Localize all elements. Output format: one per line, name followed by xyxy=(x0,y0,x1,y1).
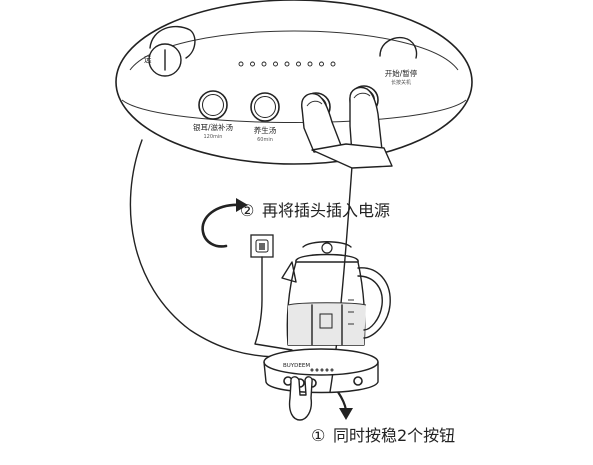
kettle xyxy=(281,241,391,346)
control-panel-zoom: 远 银耳/滋补汤 120min 养生汤 60min 花 18 长 97 开始/暂… xyxy=(115,0,473,165)
pressing-fingers-small xyxy=(288,376,313,421)
down-arrow-icon xyxy=(337,391,353,420)
button-label-tremella: 银耳/滋补汤 xyxy=(193,122,234,132)
indicator-lights xyxy=(238,61,336,67)
start-button-arc[interactable] xyxy=(379,36,418,59)
indicator-light xyxy=(315,368,319,372)
knob-label: 远 xyxy=(144,55,152,64)
step-1-text: 同时按稳2个按钮 xyxy=(333,426,455,445)
wall-socket xyxy=(250,234,274,258)
kettle-base: BUYDEEM xyxy=(263,348,379,394)
button-health-soup[interactable] xyxy=(250,92,280,122)
button-sub-tremella: 120min xyxy=(204,134,223,140)
indicator-light xyxy=(307,61,313,67)
step-2-number: ② xyxy=(240,201,254,220)
start-button-sub: 长按关机 xyxy=(391,79,411,86)
indicator-light xyxy=(330,368,334,372)
indicator-light xyxy=(320,368,324,372)
indicator-light xyxy=(310,368,314,372)
indicator-light xyxy=(273,61,278,67)
kettle-brand: BUYDEEM xyxy=(283,363,310,369)
indicator-light xyxy=(325,368,329,372)
step-1-number: ① xyxy=(311,426,325,445)
button-tremella-soup[interactable] xyxy=(198,90,228,120)
indicator-light xyxy=(238,61,244,67)
indicator-light xyxy=(261,61,267,67)
indicator-light xyxy=(296,61,301,67)
button-ring xyxy=(254,96,276,118)
button-label-health: 养生汤 xyxy=(254,125,277,135)
temperature-knob: 远 xyxy=(144,25,196,77)
button-ring xyxy=(202,94,224,116)
indicator-light xyxy=(319,61,324,67)
indicator-light xyxy=(330,61,336,67)
step-2-text: 再将插头插入电源 xyxy=(262,201,390,220)
curved-arrow-icon xyxy=(201,198,248,248)
zoom-line-left xyxy=(129,139,276,358)
pressing-fingers-large xyxy=(301,86,393,169)
indicator-light xyxy=(284,61,290,67)
power-cord xyxy=(254,256,293,351)
mini-indicator-lights xyxy=(310,368,334,372)
mini-button xyxy=(353,376,363,386)
indicator-light xyxy=(250,61,255,67)
button-sub-health: 60min xyxy=(257,137,273,143)
start-button-label: 开始/暂停 xyxy=(385,68,418,78)
